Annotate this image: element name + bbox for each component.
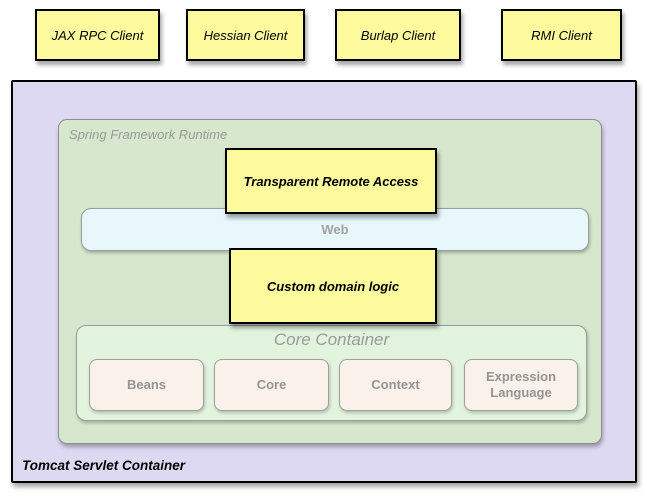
module-box-context: Context [339,359,452,411]
module-box-expression-language: Expression Language [464,359,578,411]
custom-domain-logic-label: Custom domain logic [266,278,400,294]
module-label-beans: Beans [126,377,167,393]
client-label-rmi: RMI Client [531,27,592,43]
web-layer-bar: Web [81,208,589,251]
client-box-hessian: Hessian Client [186,9,305,61]
spring-framework-runtime-box: Spring Framework Runtime Web Transparent… [58,119,602,444]
client-box-rmi: RMI Client [501,9,622,61]
client-box-burlap: Burlap Client [335,9,461,61]
client-label-hessian: Hessian Client [203,27,288,43]
transparent-remote-access-label: Transparent Remote Access [243,173,419,189]
custom-domain-logic-box: Custom domain logic [229,248,437,324]
client-box-jax-rpc: JAX RPC Client [35,9,160,61]
spring-framework-runtime-label: Spring Framework Runtime [69,127,228,142]
module-box-core: Core [214,359,329,411]
web-layer-label: Web [321,222,349,237]
module-label-expression-language: Expression Language [485,369,557,400]
tomcat-servlet-container-box: Spring Framework Runtime Web Transparent… [11,80,637,483]
client-label-jax-rpc: JAX RPC Client [51,27,144,43]
module-label-context: Context [371,377,420,393]
module-label-core: Core [256,377,287,393]
core-container-box: Core Container Beans Core Context Expres… [76,325,587,421]
transparent-remote-access-box: Transparent Remote Access [225,148,437,214]
module-box-beans: Beans [89,359,204,411]
core-container-label: Core Container [273,330,390,349]
client-label-burlap: Burlap Client [360,27,436,43]
tomcat-servlet-container-label: Tomcat Servlet Container [22,458,186,473]
